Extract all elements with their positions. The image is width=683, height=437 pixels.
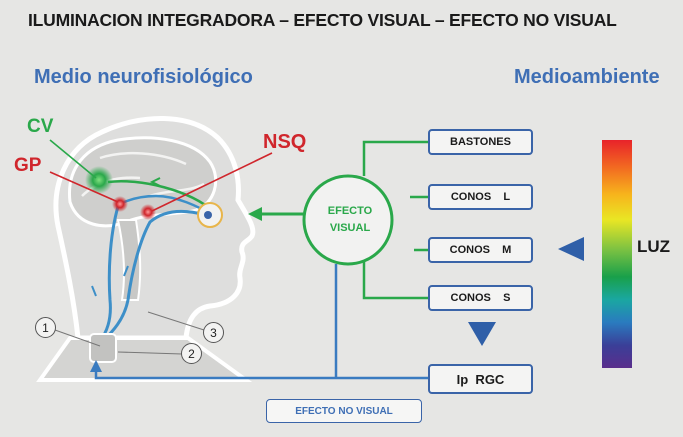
efecto-visual-label: EFECTO VISUAL (315, 203, 385, 237)
gp-glow (112, 196, 128, 212)
neck-shoulders (36, 336, 253, 382)
pathway-arrows (91, 265, 129, 297)
page-title: ILUMINACION INTEGRADORA – EFECTO VISUAL … (28, 10, 617, 30)
left-triangle-icon (558, 237, 584, 261)
marker-3: 3 (203, 322, 224, 343)
gp-pointer (49, 171, 119, 203)
brainstem (116, 219, 142, 301)
pupil (204, 211, 212, 219)
eye-to-brain-pathway (119, 194, 215, 218)
nsq-label: NSQ (263, 131, 307, 153)
environment-heading: Medioambiente (514, 66, 660, 88)
neurophysiological-heading: Medio neurofisiológico (34, 66, 253, 88)
receptor-bastones: BASTONES (428, 129, 533, 155)
efecto-visual-line2: VISUAL (329, 222, 371, 234)
nsq-pointer (151, 152, 273, 212)
cv-glow (85, 166, 113, 194)
organ-block (89, 333, 117, 363)
nsq-glow (140, 204, 156, 220)
pointer-2 (117, 351, 183, 355)
cv-label: CV (27, 116, 54, 137)
visual-arrow-head (248, 207, 262, 221)
efecto-visual-circle (302, 174, 394, 266)
marker-2: 2 (181, 343, 202, 364)
receptor-conos-m: CONOS M (428, 237, 533, 263)
receptor-conos-l: CONOS L (428, 184, 533, 210)
efecto-visual-line1: EFECTO (327, 205, 373, 217)
ip-rgc-box: Ip RGC (428, 364, 533, 394)
marker-1: 1 (35, 317, 56, 338)
non-visual-arrowhead (90, 360, 102, 372)
pointer-1 (54, 329, 101, 347)
rhtract-pathway (102, 210, 206, 342)
efecto-no-visual-box: EFECTO NO VISUAL (266, 399, 422, 423)
luz-label: LUZ (637, 237, 671, 256)
gp-label: GP (14, 155, 42, 176)
receptor-tree (362, 140, 430, 300)
receptor-conos-s: CONOS S (428, 285, 533, 311)
cv-pointer (49, 139, 97, 179)
light-spectrum-bar (602, 140, 632, 368)
pointer-3 (147, 311, 205, 331)
sympathetic-pathway (98, 199, 122, 342)
down-triangle-icon (468, 322, 496, 346)
